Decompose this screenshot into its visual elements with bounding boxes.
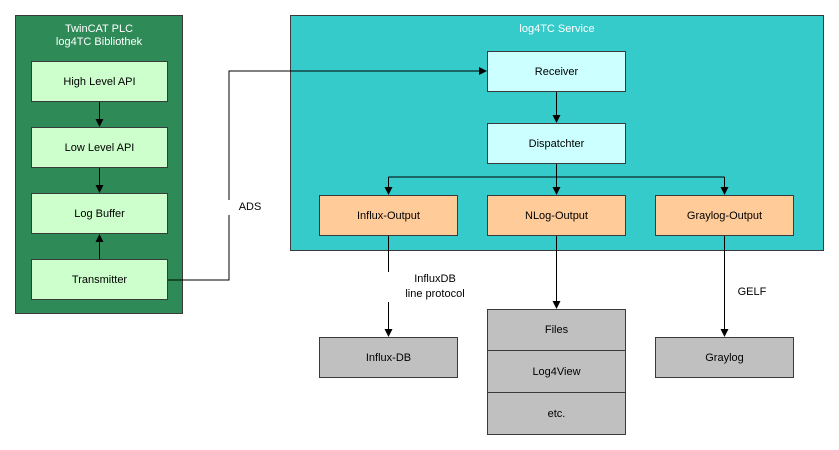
service-group-title: log4TC Service [519,23,595,35]
high-level-api-block: High Level API [31,61,168,102]
graylog-block: Graylog [655,337,794,378]
files-block: Files [487,309,626,351]
graylog-output-block: Graylog-Output [655,195,794,236]
arrow-ads-link [168,67,487,281]
etc-block: etc. [487,392,626,435]
plc-title-line1: TwinCAT PLC [64,23,134,35]
plc-group-title: TwinCAT PLC log4TC Bibliothek [16,23,182,49]
low-level-api-block: Low Level API [31,127,168,168]
dispatcher-block: Dispatchter [487,123,626,164]
receiver-block: Receiver [487,51,626,92]
ads-label: ADS [228,200,272,215]
transmitter-block: Transmitter [31,259,168,300]
log-buffer-block: Log Buffer [31,193,168,234]
gelf-label: GELF [730,285,774,300]
influx-output-block: Influx-Output [319,195,458,236]
influxdb-protocol-line2: line protocol [405,288,465,300]
nlog-output-block: NLog-Output [487,195,626,236]
influx-db-block: Influx-DB [319,337,458,378]
influxdb-protocol-line1: InfluxDB [414,273,456,285]
influxdb-protocol-label: InfluxDB line protocol [380,272,490,302]
plc-title-line2: log4TC Bibliothek [55,36,143,48]
